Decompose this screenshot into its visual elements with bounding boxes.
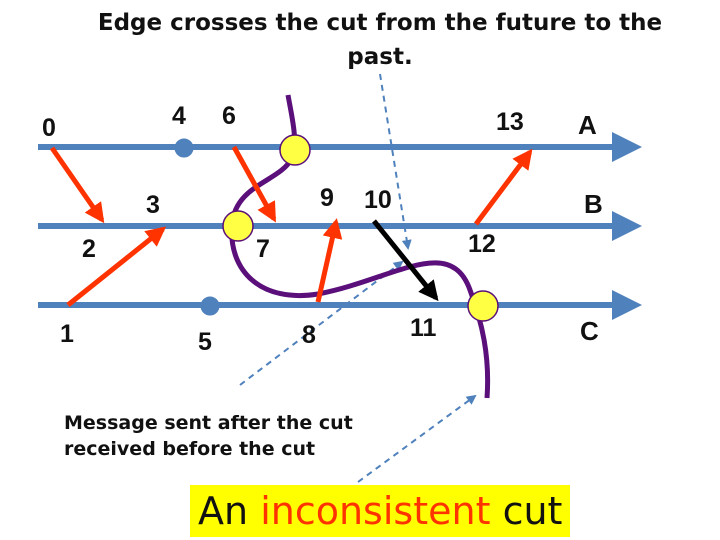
- event-label-4: 4: [172, 102, 186, 130]
- event-label-2: 2: [82, 235, 96, 263]
- message-arrow-8-to-9: [315, 218, 343, 303]
- caption: An inconsistent cut: [190, 485, 571, 537]
- event-label-11: 11: [410, 314, 437, 342]
- process-label-a: A: [578, 110, 597, 140]
- message-arrow-12-to-13: [474, 148, 533, 226]
- local-event-5: [200, 296, 220, 316]
- event-label-3: 3: [146, 191, 160, 219]
- event-label-0: 0: [42, 114, 56, 142]
- callout-line-bottom: [357, 394, 477, 483]
- process-label-c: C: [580, 316, 599, 346]
- event-label-5: 5: [198, 328, 212, 356]
- cut-curve: [229, 94, 491, 399]
- callout-line-left: [239, 260, 404, 386]
- event-label-10: 10: [364, 186, 392, 214]
- cut-point-c: [467, 290, 499, 322]
- caption-prefix: An: [198, 489, 249, 533]
- local-event-4: [174, 138, 194, 158]
- top-annotation: Edge crosses the cut from the future to …: [97, 10, 663, 70]
- event-label-1: 1: [60, 320, 74, 348]
- callout-line-top: [379, 73, 412, 250]
- left-annotation-line-2: received before the cut: [64, 438, 316, 460]
- event-label-9: 9: [320, 184, 334, 212]
- event-label-8: 8: [302, 321, 316, 349]
- left-annotation-line-1: Message sent after the cut: [64, 412, 353, 434]
- message-arrow-6-to-7: [231, 145, 277, 223]
- message-arrow-10-to-11: [372, 219, 439, 302]
- left-annotation: Message sent after the cut received befo…: [64, 410, 394, 462]
- caption-highlight: inconsistent: [260, 489, 491, 533]
- event-label-7: 7: [256, 235, 270, 263]
- event-label-12: 12: [468, 230, 496, 258]
- process-label-b: B: [584, 189, 603, 219]
- cut-point-b: [222, 210, 254, 242]
- message-arrow-0-to-2: [49, 146, 105, 224]
- event-label-13: 13: [496, 108, 524, 136]
- message-arrow-1-to-3: [66, 226, 167, 307]
- cut-point-a: [279, 134, 311, 166]
- caption-suffix: cut: [502, 489, 563, 533]
- event-label-6: 6: [222, 102, 236, 130]
